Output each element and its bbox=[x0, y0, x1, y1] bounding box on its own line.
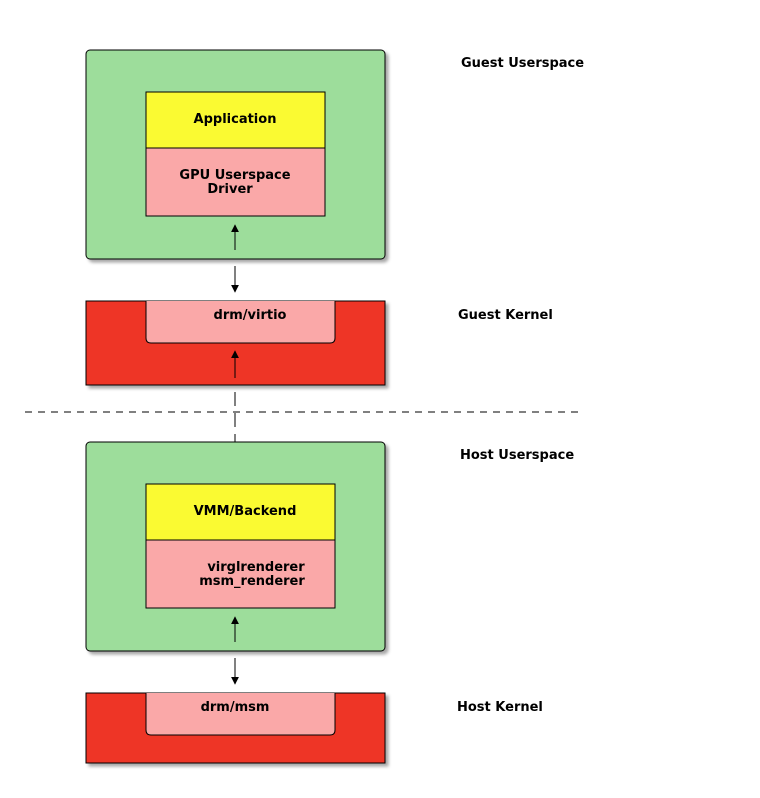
vmm-backend-label: VMM/Backend bbox=[194, 504, 297, 519]
host-userspace-label: Host Userspace bbox=[460, 448, 574, 463]
guest-kernel-label: Guest Kernel bbox=[458, 308, 553, 323]
gpu-driver-label-line2: Driver bbox=[207, 182, 253, 197]
host-kernel-label: Host Kernel bbox=[457, 700, 543, 715]
guest-userspace-label: Guest Userspace bbox=[461, 56, 584, 71]
application-label: Application bbox=[194, 112, 277, 127]
drm-virtio-label: drm/virtio bbox=[214, 308, 287, 323]
renderer-label-line1: virglrenderer bbox=[207, 560, 305, 575]
renderer-box bbox=[145, 539, 336, 609]
drm-virtio-box bbox=[145, 301, 336, 344]
drm-msm-label: drm/msm bbox=[201, 700, 270, 715]
gpu-userspace-driver-box bbox=[145, 147, 326, 217]
application-box bbox=[145, 91, 326, 149]
renderer-label-line2: msm_renderer bbox=[199, 574, 305, 589]
vmm-backend-box bbox=[145, 483, 336, 541]
gpu-driver-label-line1: GPU Userspace bbox=[179, 168, 290, 183]
drm-msm-box bbox=[145, 693, 336, 736]
